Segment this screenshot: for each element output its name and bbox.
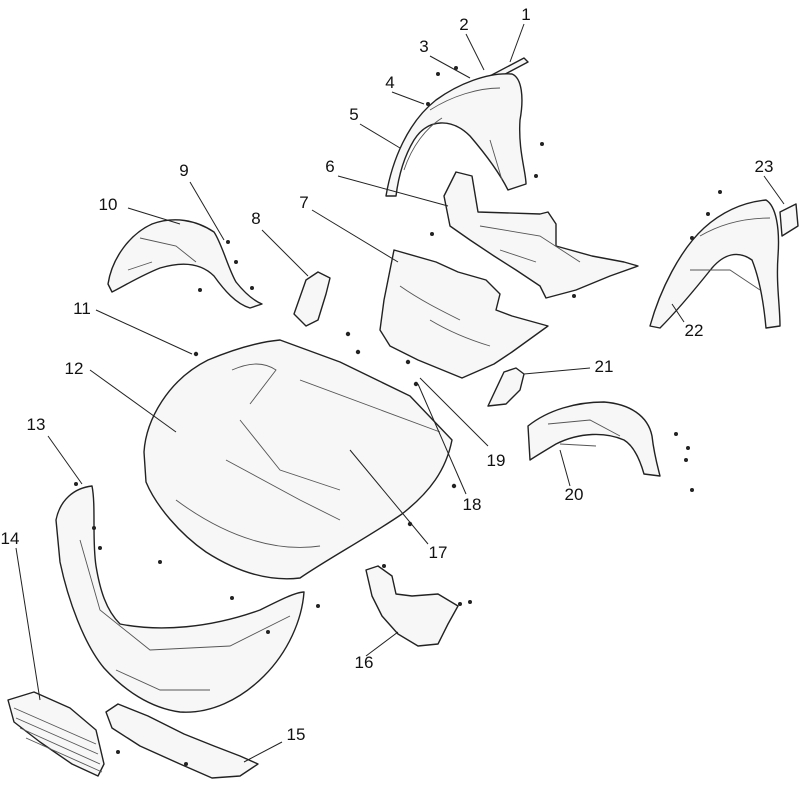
part-12-detail bbox=[175, 363, 441, 548]
callout-23: 23 bbox=[755, 157, 774, 176]
part-10-left-inner-fender bbox=[107, 219, 263, 309]
part-21-vent bbox=[487, 367, 525, 407]
callout-8: 8 bbox=[251, 209, 260, 228]
callout-19: 19 bbox=[487, 451, 506, 470]
callout-1: 1 bbox=[521, 5, 530, 24]
callout-3: 3 bbox=[419, 37, 428, 56]
part-22-right-fender bbox=[649, 199, 781, 329]
callout-2: 2 bbox=[459, 15, 468, 34]
part-15-skid-plate bbox=[105, 703, 259, 779]
callout-17: 17 bbox=[429, 543, 448, 562]
callout-11: 11 bbox=[73, 299, 91, 318]
callout-12: 12 bbox=[65, 359, 84, 378]
callout-22: 22 bbox=[685, 321, 704, 340]
part-14-grille bbox=[7, 691, 105, 777]
part-6-front-bracket bbox=[443, 171, 639, 299]
callout-16: 16 bbox=[355, 653, 374, 672]
callout-14: 14 bbox=[1, 529, 20, 548]
callout-9: 9 bbox=[179, 161, 188, 180]
part-23-tag bbox=[779, 203, 799, 237]
part-14-slats bbox=[13, 707, 103, 773]
part-20-detail bbox=[547, 419, 621, 447]
callout-4: 4 bbox=[385, 73, 394, 92]
callout-21: 21 bbox=[595, 357, 614, 376]
part-8-insert bbox=[293, 271, 331, 327]
part-7-storage-tray bbox=[379, 249, 549, 379]
part-10-detail bbox=[127, 237, 197, 271]
fasteners bbox=[74, 66, 722, 766]
part-5-detail bbox=[403, 87, 503, 181]
part-13-detail bbox=[79, 539, 291, 691]
part-12-front-hood bbox=[143, 339, 453, 580]
part-5-left-fender bbox=[385, 73, 527, 197]
part-13-front-bumper bbox=[55, 485, 305, 713]
callout-7: 7 bbox=[299, 193, 308, 212]
callout-18: 18 bbox=[463, 495, 482, 514]
callout-5: 5 bbox=[349, 105, 358, 124]
callout-10: 10 bbox=[99, 195, 118, 214]
part-20-right-inner-fender bbox=[527, 401, 661, 477]
part-7-detail bbox=[399, 285, 491, 347]
part-16-bracket bbox=[365, 565, 459, 647]
part-6-detail bbox=[479, 225, 581, 263]
callout-20: 20 bbox=[565, 485, 584, 504]
callout-6: 6 bbox=[325, 157, 334, 176]
callout-15: 15 bbox=[287, 725, 306, 744]
part-22-detail bbox=[690, 217, 771, 291]
callout-13: 13 bbox=[27, 415, 46, 434]
callout-labels: 1 2 3 4 5 6 7 8 9 10 11 12 13 14 15 16 1… bbox=[1, 5, 774, 744]
leader-lines bbox=[15, 23, 785, 763]
